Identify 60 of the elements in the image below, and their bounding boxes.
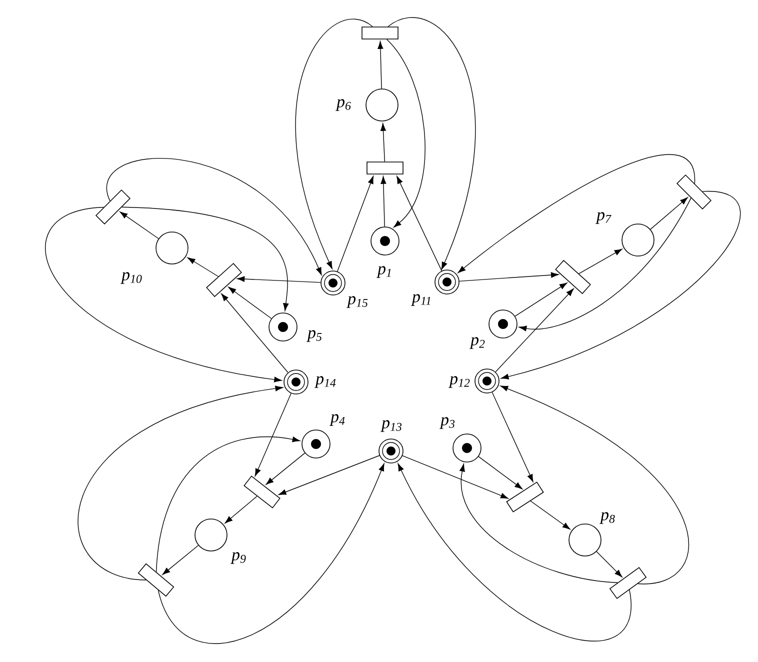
place-label: p$_{15}$	[346, 296, 368, 308]
arrow	[500, 386, 689, 584]
place-label: p$_{8}$	[600, 512, 615, 524]
arrow	[224, 496, 258, 524]
arrow	[187, 257, 219, 277]
transition-bar	[366, 162, 404, 174]
transition-bar	[362, 26, 398, 40]
place-label: p$_{4}$	[330, 414, 345, 426]
arrow	[162, 545, 199, 575]
place-label: p$_{14}$	[314, 376, 336, 388]
arrow	[158, 463, 384, 644]
arrow	[386, 39, 426, 228]
arrow	[396, 176, 442, 272]
arrow	[378, 41, 384, 89]
arrow	[459, 272, 559, 282]
arrow	[518, 198, 692, 332]
place-label: p$_{10}$	[120, 272, 142, 284]
arrow	[278, 455, 380, 496]
arrow	[380, 123, 386, 162]
arrow	[500, 191, 741, 380]
place-label: p$_{3}$	[440, 417, 455, 429]
arrow	[650, 197, 688, 230]
arrow	[78, 386, 284, 580]
place-label: p$_{9}$	[230, 552, 246, 564]
transition-bar	[506, 482, 544, 512]
arrow	[530, 500, 570, 530]
arrow	[478, 456, 522, 490]
arrow	[460, 464, 618, 583]
arrow	[156, 436, 300, 572]
arrow	[495, 288, 574, 372]
arrow	[236, 276, 321, 283]
arrow	[514, 282, 568, 317]
arrow	[596, 551, 622, 578]
arrow	[458, 154, 695, 274]
arrow	[388, 17, 476, 270]
arrow	[578, 248, 622, 274]
arrow	[45, 206, 282, 382]
arrow	[380, 176, 386, 227]
place-label: p$_{5}$	[306, 330, 322, 342]
transition-bar	[138, 563, 174, 597]
arrow	[122, 206, 289, 311]
place-label: p$_{13}$	[380, 420, 402, 432]
arrow	[402, 455, 508, 499]
place-label: p$_{7}$	[596, 212, 612, 224]
arrow	[228, 286, 272, 319]
arrow	[337, 176, 374, 272]
arrow	[106, 158, 322, 276]
arrow	[254, 393, 292, 476]
arrow	[120, 212, 159, 239]
place-label: p$_{2}$	[470, 337, 485, 349]
place-label: p$_{1}$	[376, 266, 391, 278]
place-label: p$_{6}$	[336, 99, 351, 111]
transition-bar	[244, 476, 280, 508]
place-label: p$_{12}$	[448, 376, 470, 388]
arrow	[398, 463, 632, 642]
place-label: p$_{11}$	[411, 294, 430, 306]
arrow	[221, 293, 288, 373]
arrow	[492, 392, 534, 482]
arrow	[295, 19, 373, 270]
arrow	[266, 452, 306, 485]
